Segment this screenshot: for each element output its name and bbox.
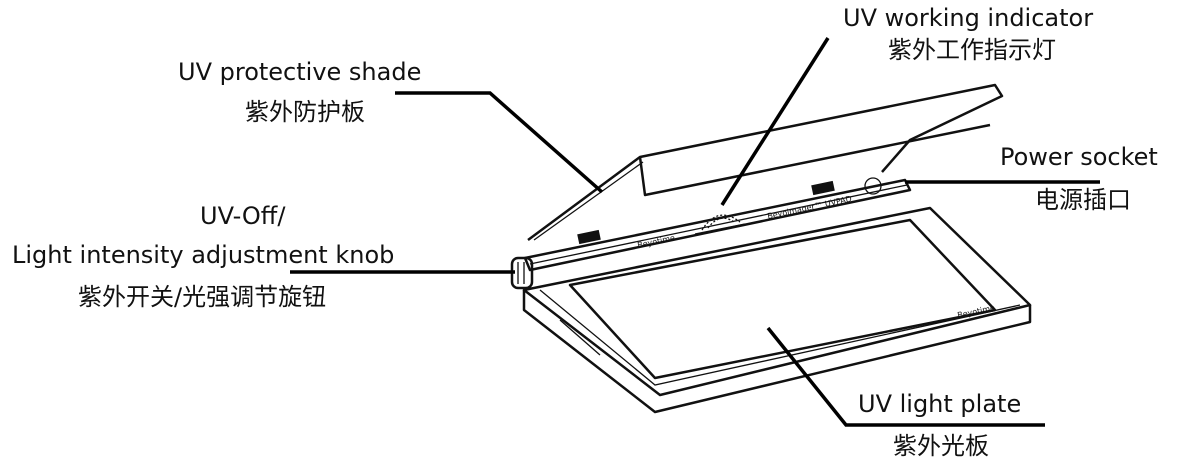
leader-indicator — [720, 37, 830, 206]
knob-label-en-1: UV-Off/ — [200, 202, 286, 230]
plate-label-en: UV light plate — [858, 390, 1022, 418]
plate-label-zh: 紫外光板 — [893, 432, 989, 460]
leader-plate — [766, 326, 1045, 427]
knob-label-zh: 紫外开关/光强调节旋钮 — [78, 283, 327, 311]
brand-logo-text: Beyotime — [637, 233, 676, 250]
indicator-label-en: UV working indicator — [843, 4, 1094, 32]
uv-indicator-light — [694, 214, 746, 235]
indicator-label-zh: 紫外工作指示灯 — [888, 36, 1056, 64]
model-text: Beyolmager™ UVPAD — [767, 194, 853, 221]
socket-label-en: Power socket — [1000, 143, 1158, 171]
hinge-bar — [523, 177, 912, 272]
uv-protective-shade — [527, 83, 1004, 242]
shade-label-zh: 紫外防护板 — [245, 98, 365, 126]
socket-label-zh: 电源插口 — [1035, 186, 1131, 214]
base — [522, 206, 1032, 414]
knob-label-en-2: Light intensity adjustment knob — [12, 241, 395, 269]
uv-light-plate — [568, 218, 997, 380]
leader-shade — [395, 91, 604, 194]
shade-label-en: UV protective shade — [178, 58, 422, 86]
